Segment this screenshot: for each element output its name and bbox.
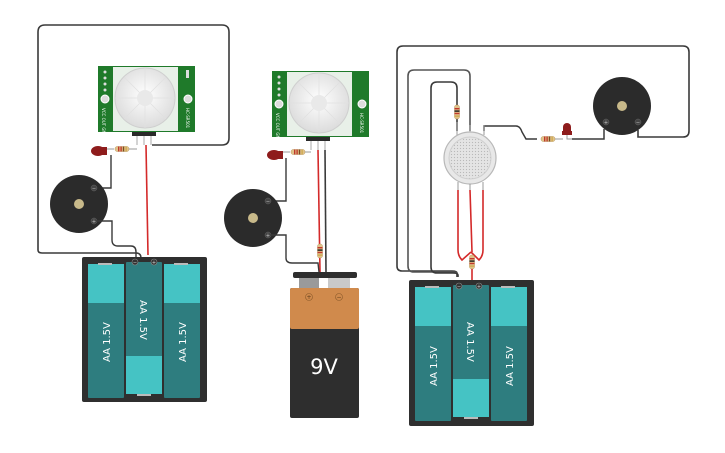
nine-v-minus: − (336, 294, 341, 301)
wire-led-buzzer[interactable] (572, 129, 605, 140)
microphone-sensor[interactable] (443, 122, 497, 190)
buzzer-plus: + (604, 120, 608, 126)
wire-led-buzzer[interactable] (270, 158, 287, 202)
wire-red-vcc[interactable] (145, 144, 149, 256)
wire-buzzer-battery[interactable] (270, 234, 320, 273)
cell-label: AA 1.5V (429, 346, 440, 386)
buzzer-plus: + (266, 233, 270, 239)
cell-label: AA 1.5V (505, 346, 516, 386)
wire-outer-loop[interactable] (396, 45, 690, 277)
pir-label-left: VCC OUT GND (101, 108, 106, 137)
wire-red[interactable] (470, 190, 484, 262)
circuit-2: VCC OUT GND HC-SR501 − + (224, 71, 369, 418)
wire-loop[interactable] (37, 24, 230, 248)
cell-label: AA 1.5V (137, 300, 148, 340)
pir-label-left: VCC OUT GND (275, 113, 280, 142)
led[interactable] (562, 123, 572, 135)
buzzer[interactable]: − + (50, 175, 108, 233)
battery-pack-aa[interactable]: − + AA 1.5V AA 1.5V AA 1.5V (409, 280, 534, 426)
wire-middle-loop[interactable] (407, 69, 471, 277)
buzzer-center (74, 199, 84, 209)
cell-label: AA 1.5V (464, 322, 475, 362)
microphone-mesh (448, 136, 492, 180)
pir-header (132, 132, 156, 136)
wire-red[interactable] (457, 190, 472, 262)
pir-label-right: HC-SR501 (359, 113, 364, 134)
buzzer[interactable]: + − (593, 77, 651, 135)
nine-v-plus: + (306, 294, 311, 301)
buzzer-plus: + (92, 219, 96, 225)
buzzer-minus: − (266, 199, 270, 205)
led[interactable] (91, 146, 107, 156)
battery-9v[interactable]: + − 9V (290, 272, 359, 418)
wire-red[interactable] (469, 189, 473, 253)
resistor[interactable] (540, 136, 556, 142)
battery-pack-aa[interactable]: − + AA 1.5V AA 1.5V AA 1.5V (82, 257, 207, 402)
cell-label: AA 1.5V (178, 322, 189, 362)
resistor[interactable] (454, 104, 460, 120)
buzzer[interactable]: − + (224, 189, 282, 247)
pir-mount-hole (183, 94, 193, 104)
resistor[interactable] (317, 243, 323, 259)
wire-buzzer-battery[interactable] (96, 220, 137, 257)
resistor[interactable] (469, 254, 475, 270)
wire-mic-led[interactable] (483, 125, 537, 140)
battery-plus: + (477, 284, 481, 290)
resistor[interactable] (114, 146, 130, 152)
battery-plus: + (152, 260, 156, 266)
pir-label-right: HC-SR501 (185, 108, 190, 129)
buzzer-minus: − (636, 120, 640, 126)
led[interactable] (267, 150, 283, 160)
wire-inner-loop[interactable] (430, 81, 459, 277)
battery-minus: − (457, 284, 461, 290)
circuit-1: VCC OUT GND HC-SR501 − + (37, 24, 230, 402)
resistor[interactable] (290, 149, 306, 155)
nine-v-label: 9V (310, 355, 338, 379)
pir-sensor[interactable]: VCC OUT GND HC-SR501 (98, 66, 195, 145)
pir-sensor[interactable]: VCC OUT GND HC-SR501 (272, 71, 369, 150)
circuit-3: + − (396, 45, 690, 426)
pir-mount-hole (100, 94, 110, 104)
wire-gnd[interactable] (324, 149, 327, 273)
cell-label: AA 1.5V (102, 322, 113, 362)
battery-minus: − (133, 260, 137, 266)
buzzer-minus: − (92, 186, 96, 192)
wire-loop-to-battery[interactable] (37, 248, 142, 259)
